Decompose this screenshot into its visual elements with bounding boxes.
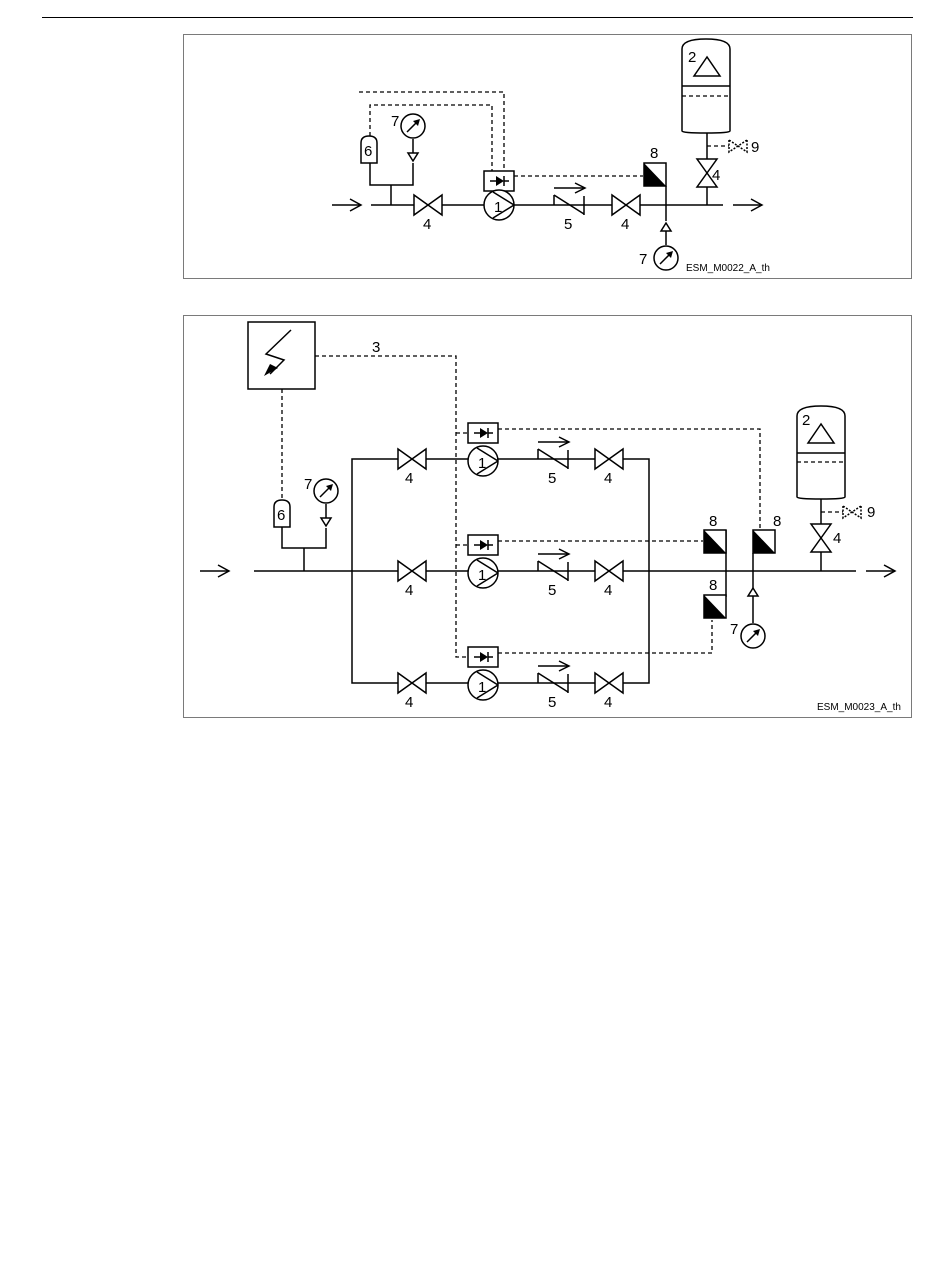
isolation-valve-icon: 4 <box>595 449 623 487</box>
svg-text:4: 4 <box>405 470 413 487</box>
svg-text:9: 9 <box>867 504 875 521</box>
pressure-gauge-icon: 7 <box>304 476 338 526</box>
svg-text:4: 4 <box>405 694 413 711</box>
outlet-arrow <box>866 565 895 577</box>
expansion-tank-icon: 2 <box>682 39 730 133</box>
tank-valve-icon: 4 <box>811 524 841 552</box>
svg-text:1: 1 <box>478 455 486 472</box>
check-valve-icon: 5 <box>538 661 569 711</box>
control-cable-label: 3 <box>372 339 380 356</box>
svg-text:1: 1 <box>478 679 486 696</box>
svg-text:8: 8 <box>709 577 717 594</box>
pump-icon: 1 <box>468 535 498 588</box>
control-line-inner <box>370 105 492 171</box>
switch-branch <box>282 527 326 548</box>
pump-icon: 1 <box>468 647 498 700</box>
svg-text:8: 8 <box>709 513 717 530</box>
isolation-valve-icon: 4 <box>398 673 426 711</box>
svg-text:5: 5 <box>548 694 556 711</box>
svg-text:7: 7 <box>304 476 312 493</box>
svg-text:9: 9 <box>751 139 759 156</box>
svg-text:5: 5 <box>548 582 556 599</box>
pressure-gauge-icon: 7 <box>639 223 678 270</box>
pressure-sensor-icon: 8 <box>644 145 666 221</box>
svg-text:5: 5 <box>564 216 572 233</box>
pressure-switch: 6 <box>274 500 290 527</box>
svg-text:4: 4 <box>604 470 612 487</box>
pump-row-2: 4 1 5 4 <box>398 535 623 599</box>
pressure-sensor-icon: 8 <box>704 513 726 553</box>
pump-row-1: 4 1 5 4 <box>398 423 623 487</box>
isolation-valve-icon: 4 <box>414 195 442 233</box>
svg-text:8: 8 <box>773 513 781 530</box>
svg-text:4: 4 <box>423 216 431 233</box>
switch-branch <box>370 163 413 185</box>
diagram-single-pump-svg: 6 7 4 1 5 <box>184 35 913 280</box>
check-valve-icon: 5 <box>538 437 569 487</box>
diagram-single-pump: 6 7 4 1 5 <box>183 34 912 279</box>
isolation-valve-icon: 4 <box>398 449 426 487</box>
svg-text:5: 5 <box>548 470 556 487</box>
svg-text:4: 4 <box>405 582 413 599</box>
pressure-gauge-icon: 7 <box>730 588 765 648</box>
outlet-arrow <box>733 199 762 211</box>
pump-icon: 1 <box>468 423 498 476</box>
tank-valve-icon: 4 <box>697 159 720 187</box>
svg-text:7: 7 <box>639 251 647 268</box>
svg-text:4: 4 <box>833 530 841 547</box>
drain-valve-icon: 9 <box>821 504 875 521</box>
diagram-code: ESM_M0023_A_th <box>817 702 901 713</box>
svg-text:4: 4 <box>621 216 629 233</box>
svg-text:4: 4 <box>712 167 720 184</box>
pressure-sensor-icon: 8 <box>704 577 726 618</box>
diagram-triple-pump: 3 6 7 4 <box>183 315 912 718</box>
check-valve-icon: 5 <box>538 549 569 599</box>
svg-text:2: 2 <box>688 49 696 66</box>
control-cabinet-icon <box>248 322 315 389</box>
svg-text:6: 6 <box>277 507 285 524</box>
inlet-arrow <box>332 199 361 211</box>
svg-text:4: 4 <box>604 582 612 599</box>
svg-text:7: 7 <box>391 113 399 130</box>
svg-text:4: 4 <box>604 694 612 711</box>
pump-icon: 1 <box>484 171 514 220</box>
check-valve-icon: 5 <box>554 183 585 233</box>
diagram-code: ESM_M0022_A_th <box>686 263 770 274</box>
svg-text:1: 1 <box>494 199 502 216</box>
control-cable <box>315 356 468 657</box>
svg-text:8: 8 <box>650 145 658 162</box>
svg-text:1: 1 <box>478 567 486 584</box>
sensor-signal-row-3 <box>498 620 712 653</box>
svg-text:6: 6 <box>364 143 372 160</box>
isolation-valve-icon: 4 <box>612 195 640 233</box>
isolation-valve-icon: 4 <box>398 561 426 599</box>
diagram-triple-pump-svg: 3 6 7 4 <box>184 316 913 719</box>
isolation-valve-icon: 4 <box>595 673 623 711</box>
drain-valve-icon: 9 <box>707 139 759 156</box>
pressure-gauge-icon: 7 <box>391 113 425 161</box>
expansion-tank-icon: 2 <box>797 406 845 499</box>
pump-row-3: 4 1 5 4 <box>398 647 623 711</box>
pressure-switch: 6 <box>361 136 377 163</box>
top-rule <box>42 17 913 18</box>
pressure-sensor-icon: 8 <box>753 513 781 553</box>
svg-text:7: 7 <box>730 621 738 638</box>
control-line-outer <box>359 92 504 171</box>
svg-text:2: 2 <box>802 412 810 429</box>
sensor-signal-row-1 <box>498 429 760 530</box>
inlet-arrow <box>200 565 229 577</box>
isolation-valve-icon: 4 <box>595 561 623 599</box>
